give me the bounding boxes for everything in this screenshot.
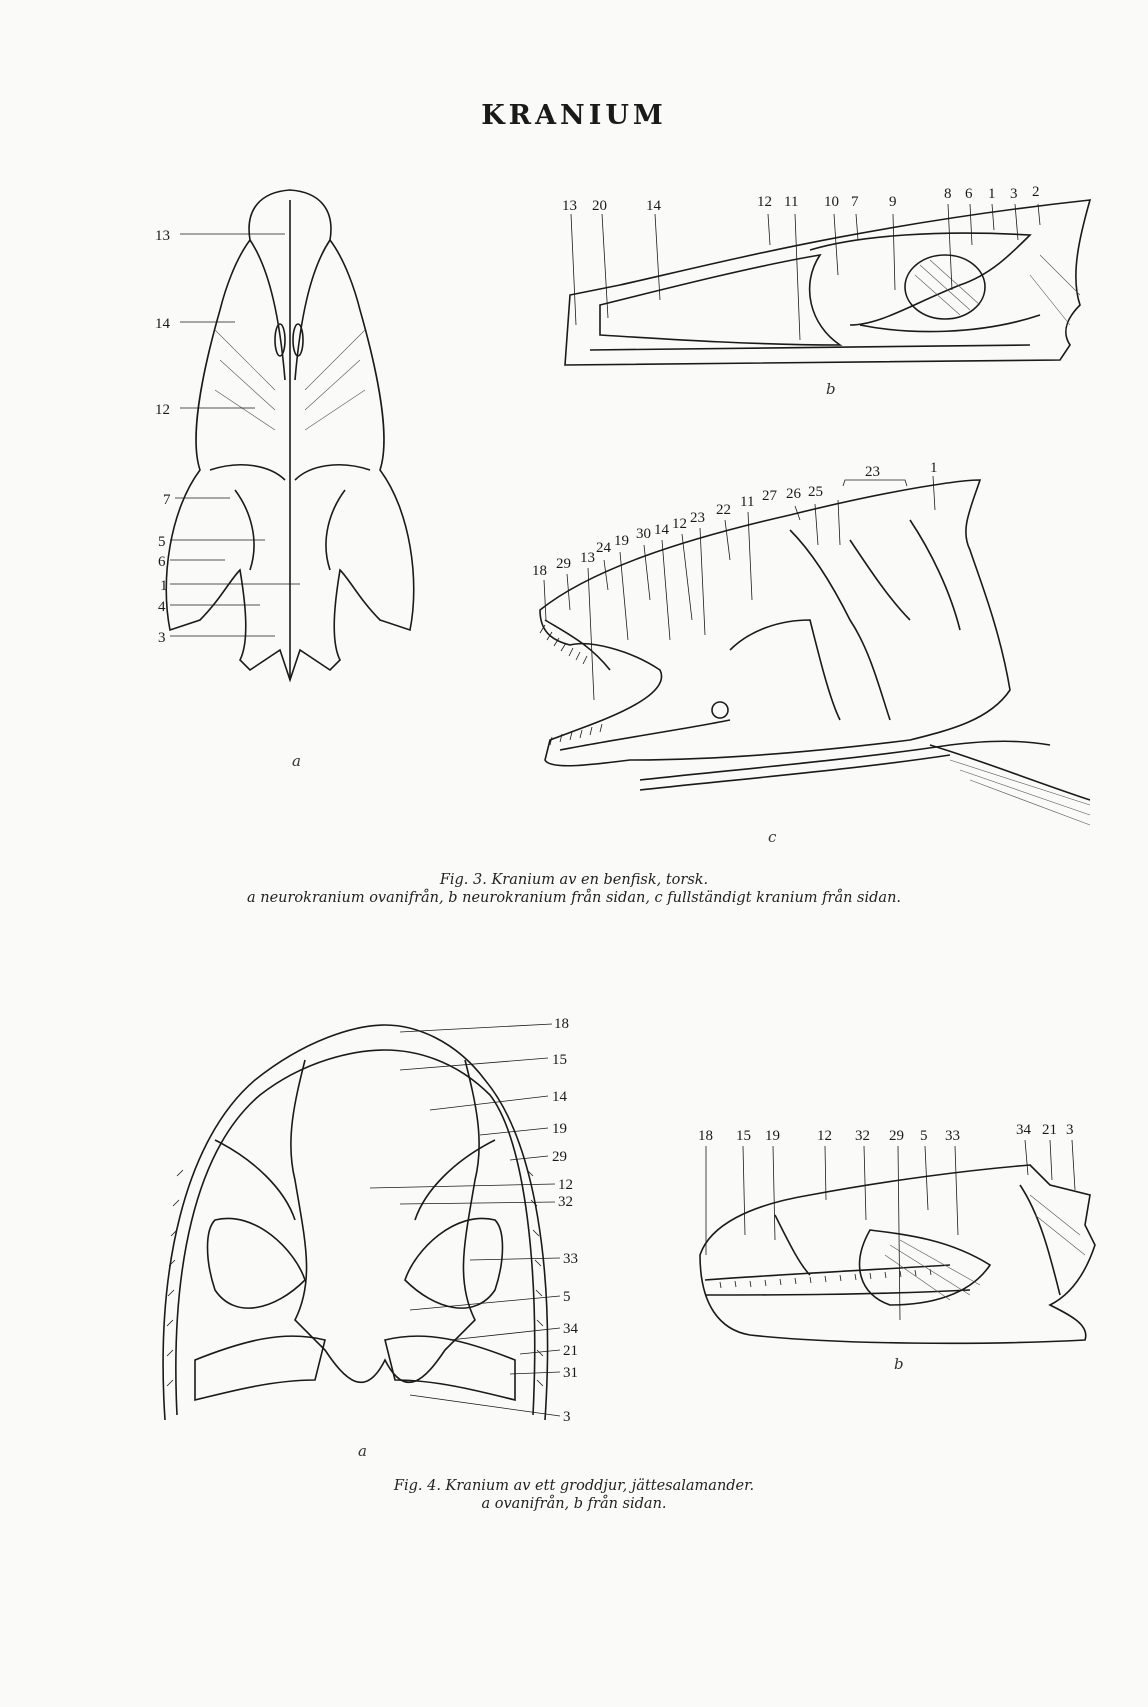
fig3c-label: 18 [532,563,547,579]
fig4a-label: 33 [563,1251,578,1267]
fig3c-label: 13 [580,550,595,566]
fig3b-label: 2 [1032,184,1040,200]
fig4a-label: 14 [552,1089,568,1105]
fig3c-label: 11 [740,494,754,510]
fig3b-label: 11 [784,194,798,210]
fig4a-label: 5 [563,1289,571,1305]
fig3a-drawing [165,189,415,683]
fig4a-label: 15 [552,1052,567,1068]
fig3c-label: 23 [865,464,880,480]
fig4b-label: 34 [1016,1122,1032,1138]
fig3b-label: 3 [1010,186,1018,202]
fig3a-label: 14 [155,316,171,332]
fig3b-label: 14 [646,198,662,214]
fig4a-label: 29 [552,1149,567,1165]
fig3-caption-line2: a neurokranium ovanifrån, b neurokranium… [246,890,902,906]
fig4b-sublabel: b [894,1355,904,1373]
fig4b-label: 33 [945,1128,960,1144]
fig3c-label: 14 [654,522,670,538]
fig4a-label: 18 [554,1016,569,1032]
fig4b-label: 15 [736,1128,751,1144]
fig3b-label: 8 [944,186,952,202]
fig3b-label: 7 [851,194,859,210]
fig3b-drawing [564,199,1092,366]
fig4a-label: 34 [563,1321,579,1337]
fig3b-label: 12 [757,194,772,210]
fig3a-label: 3 [158,630,166,646]
fig3c-label: 1 [930,460,938,476]
fig3c-label: 27 [762,488,778,504]
fig4b-label: 32 [855,1128,870,1144]
fig3c-label: 26 [786,486,802,502]
fig3c-label: 30 [636,526,651,542]
fig4b-label: 12 [817,1128,832,1144]
fig4b-drawing [699,1164,1096,1345]
fig3a-label: 7 [163,492,171,508]
fig4a-sublabel: a [358,1442,367,1460]
fig3c-label: 25 [808,484,823,500]
fig4a-label: 31 [563,1365,578,1381]
fig3b-label: 1 [988,186,996,202]
fig3a-label: 12 [155,402,170,418]
fig4-caption-line1: Fig. 4. Kranium av ett groddjur, jättesa… [393,1478,755,1494]
fig3b-label: 13 [562,198,577,214]
fig4a-drawing [162,1024,549,1421]
fig3c-label: 24 [596,540,612,556]
fig3b-label: 6 [965,186,973,202]
fig3a-label: 6 [158,554,166,570]
fig4b-label: 18 [698,1128,713,1144]
fig4b-label: 5 [920,1128,928,1144]
fig4a-label: 32 [558,1194,573,1210]
fig3a-label: 1 [160,578,168,594]
fig4a-label: 21 [563,1343,578,1359]
fig3c-label: 19 [614,533,629,549]
fig3c-label: 12 [672,516,687,532]
fig3a-label: 4 [158,599,166,615]
fig3a-label: 5 [158,534,166,550]
fig4a-label: 3 [563,1409,571,1425]
fig4b-label: 19 [765,1128,780,1144]
fig3a-label: 13 [155,228,170,244]
fig3c-label: 22 [716,502,731,518]
fig4b-label: 21 [1042,1122,1057,1138]
fig3c-label: 29 [556,556,571,572]
fig3b-label: 20 [592,198,607,214]
fig4b-label: 29 [889,1128,904,1144]
fig4b-label: 3 [1066,1122,1074,1138]
fig3c-drawing [539,479,1091,826]
fig4a-label: 19 [552,1121,567,1137]
fig4-caption-line2: a ovanifrån, b från sidan. [481,1496,667,1512]
fig3c-sublabel: c [768,828,777,846]
fig3b-label: 10 [824,194,839,210]
page-title: KRANIUM [481,100,667,131]
fig3b-label: 9 [889,194,897,210]
fig3c-label: 23 [690,510,705,526]
fig3-caption-line1: Fig. 3. Kranium av en benfisk, torsk. [439,872,709,888]
fig3a-sublabel: a [292,752,301,770]
fig3b-sublabel: b [826,380,836,398]
fig4a-label: 12 [558,1177,573,1193]
